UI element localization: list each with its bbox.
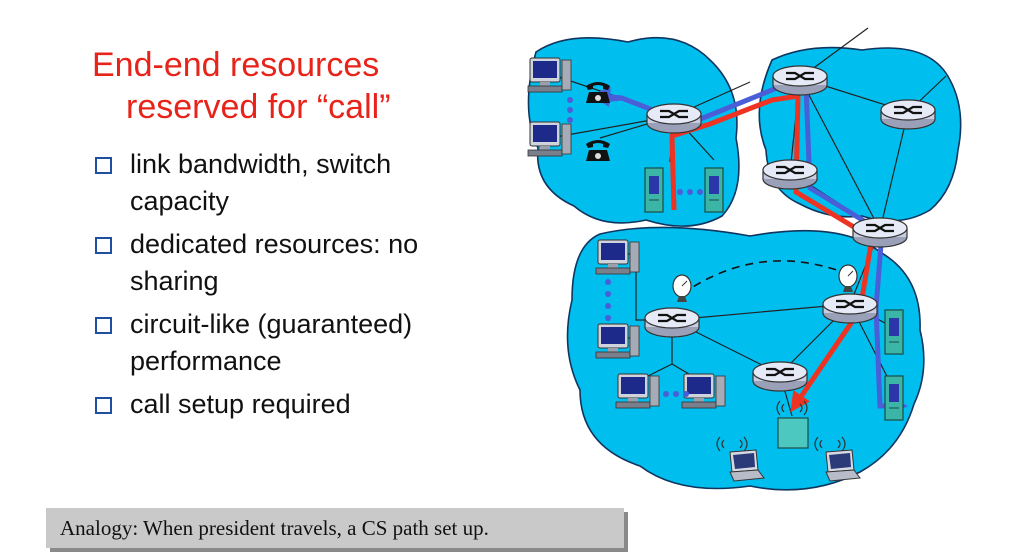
server-icon — [704, 167, 724, 213]
network-region-bottom — [566, 226, 925, 491]
computer-icon — [527, 57, 572, 93]
analogy-callout: Analogy: When president travels, a CS pa… — [46, 508, 624, 548]
router-icon — [851, 216, 909, 249]
bullet-text: call setup required — [130, 389, 351, 419]
server-icon — [884, 375, 904, 421]
bullet-text: circuit-like (guaranteed) — [130, 309, 413, 339]
computer-icon — [681, 373, 726, 409]
checkbox-bullet-icon — [95, 397, 112, 414]
computer-icon — [615, 373, 660, 409]
router-icon — [645, 102, 703, 135]
computer-icon — [595, 239, 640, 275]
router-icon — [761, 158, 819, 191]
server-icon — [884, 309, 904, 355]
computer-icon — [595, 323, 640, 359]
bullet-item: link bandwidth, switch capacity — [92, 146, 512, 220]
router-icon — [643, 306, 701, 339]
bullet-text: performance — [130, 346, 282, 376]
bullet-text: sharing — [130, 266, 219, 296]
bullet-text: dedicated resources: no — [130, 229, 419, 259]
slide-title: End-end resources reserved for “call” — [92, 44, 472, 128]
more-hosts-dots — [567, 97, 703, 397]
router-icon — [879, 98, 937, 131]
router-icon — [821, 292, 879, 325]
network-diagram — [527, 27, 962, 491]
bullet-item: circuit-like (guaranteed) performance — [92, 306, 512, 380]
router-icon — [771, 64, 829, 97]
bullet-text: capacity — [130, 186, 230, 216]
satellite-link — [681, 260, 849, 295]
wireless-base-station-icon — [777, 417, 809, 449]
router-icon — [751, 360, 809, 393]
computer-icon — [527, 121, 572, 157]
bullet-item: dedicated resources: no sharing — [92, 226, 512, 300]
checkbox-bullet-icon — [95, 157, 112, 174]
checkbox-bullet-icon — [95, 317, 112, 334]
title-line-2: reserved for “call” — [126, 88, 391, 126]
checkbox-bullet-icon — [95, 237, 112, 254]
title-line-1: End-end resources — [92, 46, 380, 84]
bullet-text: link bandwidth, switch — [130, 149, 392, 179]
bullet-list: link bandwidth, switch capacity dedicate… — [92, 146, 512, 429]
server-icon — [644, 167, 664, 213]
bullet-item: call setup required — [92, 386, 512, 423]
